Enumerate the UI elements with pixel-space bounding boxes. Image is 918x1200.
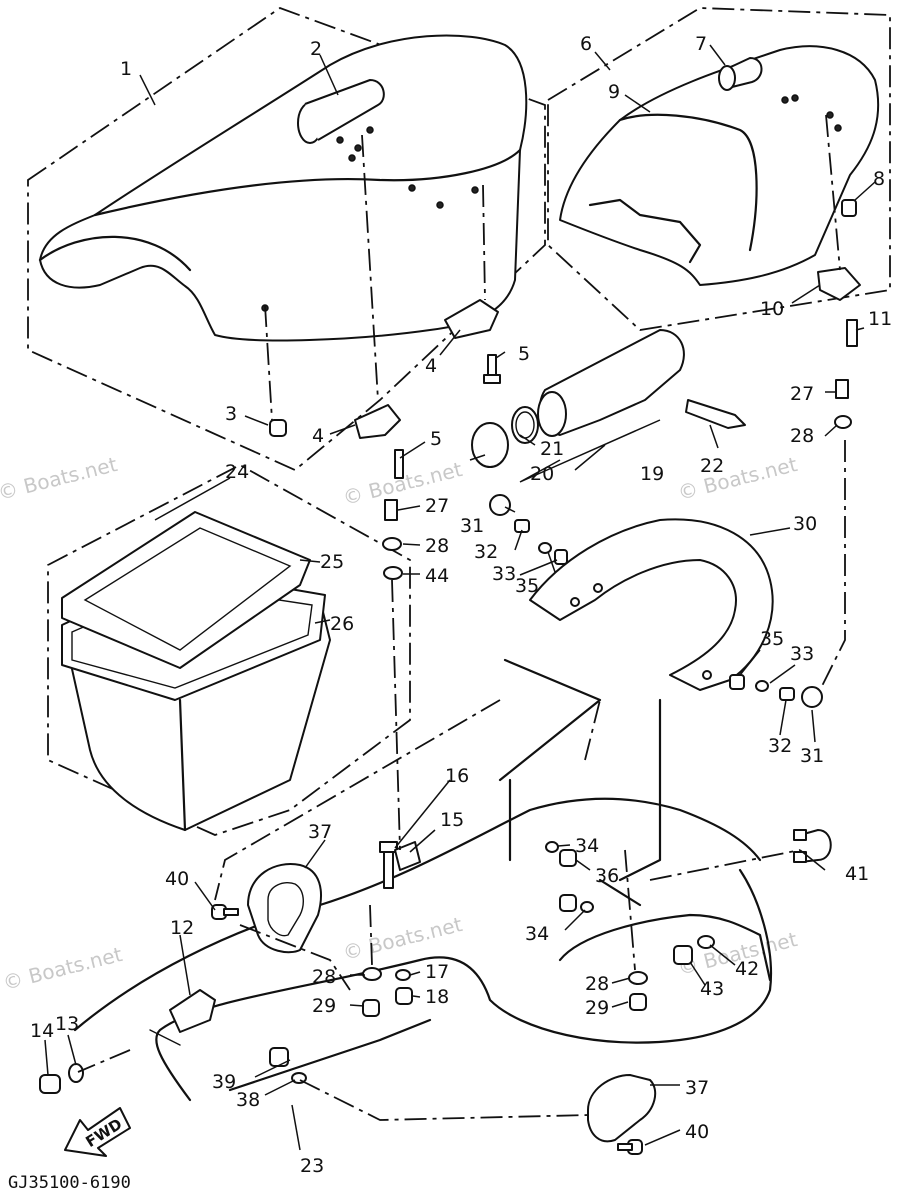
callout-4: 4 [425, 355, 437, 377]
callout-18: 18 [425, 986, 449, 1008]
callout-8: 8 [873, 168, 885, 190]
callout-37: 37 [685, 1077, 709, 1099]
callout-22: 22 [700, 455, 724, 477]
diagram-code: GJ35100-6190 [8, 1173, 131, 1193]
hardware [39, 199, 861, 1155]
callout-38: 38 [236, 1089, 260, 1111]
callout-25: 25 [320, 551, 344, 573]
callout-4: 4 [312, 425, 324, 447]
front-seat-shape [39, 34, 528, 342]
callout-11: 11 [868, 308, 892, 330]
storage-box [61, 511, 331, 832]
callout-36: 36 [595, 865, 619, 887]
leader-lines [44, 44, 876, 1151]
callout-3: 3 [225, 403, 237, 425]
alignment-lines [77, 114, 846, 1121]
front-seat [38, 34, 528, 342]
callout-19: 19 [640, 463, 664, 485]
storage-box-lid-frame [61, 511, 311, 669]
tube-parts [471, 329, 746, 468]
rear-seat [559, 45, 880, 286]
callout-6: 6 [580, 33, 592, 55]
callout-43: 43 [700, 978, 724, 1000]
callout-35: 35 [515, 575, 539, 597]
callout-33: 33 [790, 643, 814, 665]
rear-seat-shape [559, 45, 880, 286]
callout-44: 44 [425, 565, 449, 587]
callout-13: 13 [55, 1013, 79, 1035]
callout-37: 37 [308, 821, 332, 843]
grab-handle [529, 518, 774, 691]
callout-5: 5 [518, 343, 530, 365]
callout-1: 1 [120, 58, 132, 80]
deck-outline [73, 797, 762, 1032]
watermark-3: © Boats.net [675, 452, 799, 505]
watermark-1: © Boats.net [0, 452, 120, 505]
callout-12: 12 [170, 917, 194, 939]
callout-34: 34 [525, 923, 549, 945]
callout-27: 27 [425, 495, 449, 517]
watermark-4: © Boats.net [0, 942, 124, 995]
callout-10: 10 [760, 298, 784, 320]
callout-2: 2 [310, 38, 322, 60]
callout-31: 31 [800, 745, 824, 767]
callout-33: 33 [492, 563, 516, 585]
callout-9: 9 [608, 81, 620, 103]
callout-26: 26 [330, 613, 354, 635]
callout-16: 16 [445, 765, 469, 787]
callout-41: 41 [845, 863, 869, 885]
callout-20: 20 [530, 463, 554, 485]
callout-15: 15 [440, 809, 464, 831]
collar-20 [471, 422, 509, 468]
callout-28: 28 [585, 973, 609, 995]
hull-deck [73, 658, 773, 1102]
callout-34: 34 [575, 835, 599, 857]
callout-32: 32 [474, 541, 498, 563]
callout-14: 14 [30, 1020, 54, 1042]
callout-5: 5 [430, 428, 442, 450]
callout-labels: 1 2 3 4 5 4 5 6 7 8 9 10 11 27 28 21 20 … [30, 33, 892, 1177]
callout-23: 23 [300, 1155, 324, 1177]
callout-28: 28 [312, 966, 336, 988]
callout-39: 39 [212, 1071, 236, 1093]
fwd-arrow: FWD [64, 1107, 131, 1157]
callout-28: 28 [790, 425, 814, 447]
callout-30: 30 [793, 513, 817, 535]
callout-29: 29 [585, 997, 609, 1019]
callout-40: 40 [165, 868, 189, 890]
callout-31: 31 [460, 515, 484, 537]
clip-22 [685, 399, 746, 429]
callout-32: 32 [768, 735, 792, 757]
callout-27: 27 [790, 383, 814, 405]
callout-28: 28 [425, 535, 449, 557]
callout-35: 35 [760, 628, 784, 650]
callout-17: 17 [425, 961, 449, 983]
storage-box-group-outline [47, 463, 411, 836]
callout-7: 7 [695, 33, 707, 55]
grab-handle-shape [529, 518, 774, 691]
callout-42: 42 [735, 958, 759, 980]
callout-21: 21 [540, 438, 564, 460]
seat-handle [304, 79, 385, 141]
callout-24: 24 [225, 461, 249, 483]
callout-40: 40 [685, 1121, 709, 1143]
callout-29: 29 [312, 995, 336, 1017]
